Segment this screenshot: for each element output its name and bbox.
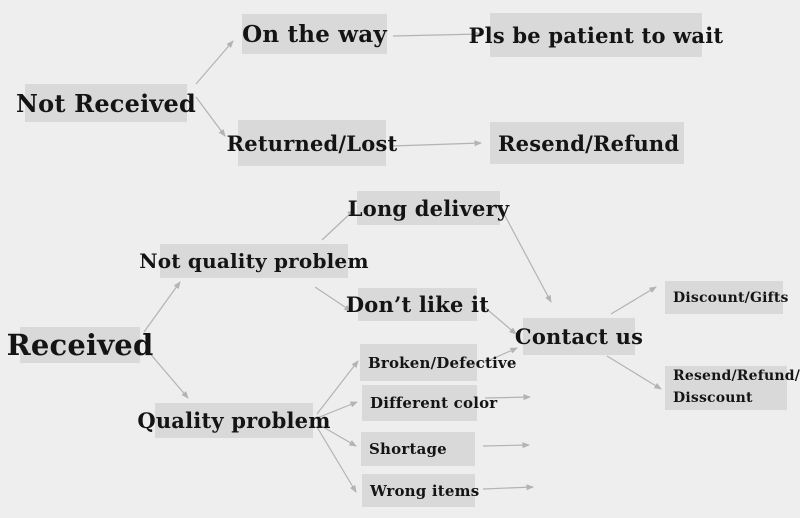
- node-received: Received: [6, 327, 154, 363]
- arrow-not-received-to-on-the-way: [195, 40, 234, 85]
- node-resend-refund-disscount: Resend/Refund/Disscount: [665, 366, 800, 410]
- arrow-quality-problem-to-wrong-items: [316, 426, 357, 493]
- arrow-wrong-items-to-right: [482, 484, 534, 491]
- node-different-color: Different color: [362, 385, 497, 421]
- node-contact-us: Contact us: [515, 318, 643, 355]
- arrow-long-delivery-to-contact-us: [502, 211, 552, 303]
- arrow-received-to-not-quality-problem: [143, 281, 181, 333]
- node-discount-gifts: Discount/Gifts: [665, 281, 788, 314]
- node-resend-refund: Resend/Refund: [490, 122, 684, 164]
- node-shortage: Shortage: [361, 432, 475, 466]
- node-long-delivery: Long delivery: [348, 191, 509, 225]
- arrow-contact-us-to-discount-gifts: [610, 286, 657, 315]
- node-not-received: Not Received: [16, 84, 196, 122]
- node-quality-problem: Quality problem: [137, 403, 330, 438]
- node-resend-refund-disscount-line: Disscount: [673, 390, 753, 406]
- arrow-shortage-to-right: [482, 442, 530, 449]
- node-pls-be-patient: Pls be patient to wait: [469, 13, 723, 57]
- node-wrong-items: Wrong items: [362, 474, 479, 507]
- node-not-quality-problem: Not quality problem: [139, 244, 369, 278]
- node-returned-lost: Returned/Lost: [227, 120, 397, 166]
- node-resend-refund-disscount-line: Resend/Refund/: [673, 368, 800, 385]
- node-dont-like-it: Don’t like it: [346, 288, 489, 321]
- arrow-contact-us-to-resend-refund-disscount: [606, 355, 662, 390]
- arrow-quality-problem-to-broken-defective: [316, 360, 359, 415]
- node-broken-defective: Broken/Defective: [360, 344, 516, 381]
- arrow-returned-lost-to-resend-refund: [391, 140, 482, 147]
- arrow-not-received-to-returned-lost: [195, 96, 226, 137]
- node-on-the-way: On the way: [242, 14, 387, 54]
